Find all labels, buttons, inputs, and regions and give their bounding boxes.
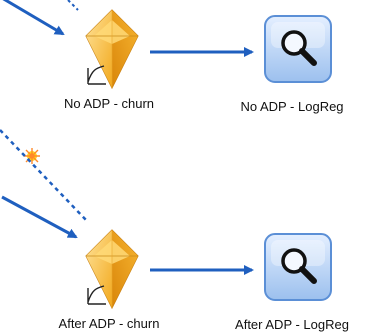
magnifier-analysis-icon[interactable]	[264, 15, 332, 83]
model-nugget-icon[interactable]	[85, 229, 139, 310]
model-nugget-icon[interactable]	[85, 9, 139, 90]
output-node-label[interactable]: After ADP - LogReg	[235, 317, 349, 332]
spark-icon	[24, 148, 40, 164]
model-node-label[interactable]: After ADP - churn	[58, 316, 160, 331]
dashed-connector-2[interactable]	[0, 129, 87, 221]
incoming-connector-1[interactable]	[2, 0, 65, 36]
incoming-connector-2[interactable]	[1, 195, 78, 239]
magnifier-analysis-icon[interactable]	[264, 233, 332, 301]
dashed-connector-1[interactable]	[67, 0, 79, 11]
output-node-label[interactable]: No ADP - LogReg	[240, 99, 344, 114]
model-node-label[interactable]: No ADP - churn	[63, 96, 155, 111]
